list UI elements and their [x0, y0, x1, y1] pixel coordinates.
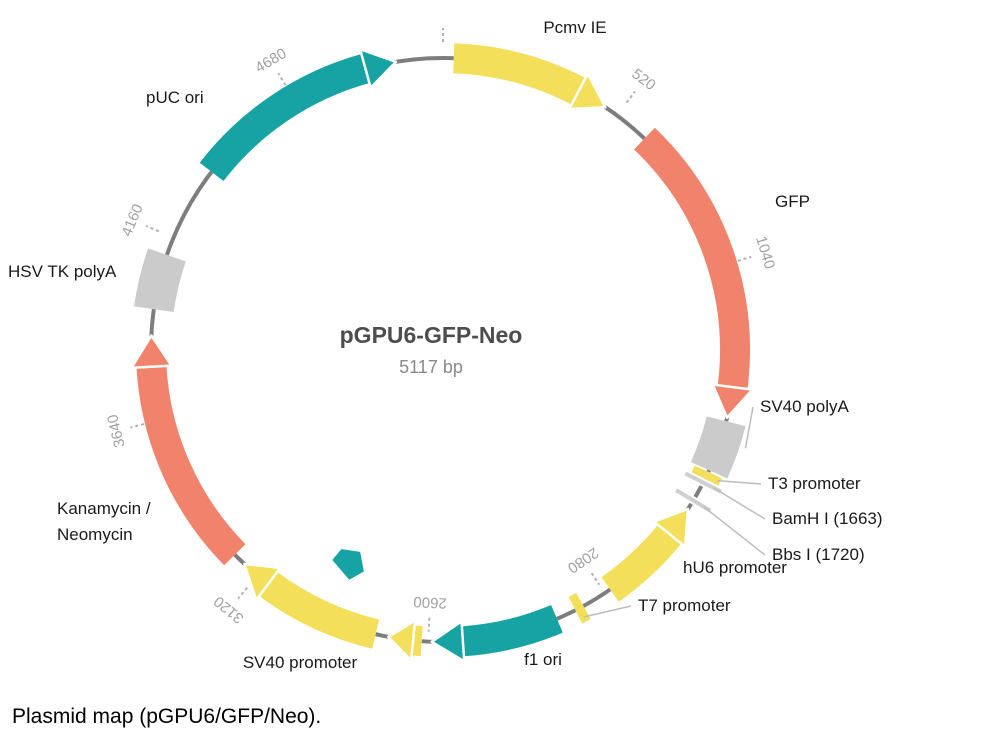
- features-layer: [130, 40, 754, 663]
- feature-sv40-polya: [687, 415, 749, 480]
- site-label-bbsi-site: Bbs I (1720): [772, 545, 865, 564]
- tick-4680: 4680: [252, 45, 290, 86]
- leader-line: [713, 487, 766, 520]
- feature-label-pcmv-ie: Pcmv IE: [543, 18, 606, 37]
- tick-1040: 1040: [737, 234, 778, 271]
- feature-label-kan-neo-line1: Kanamycin /: [57, 499, 151, 518]
- feature-label-f1-ori: f1 ori: [524, 650, 562, 669]
- figure-caption: Plasmid map (pGPU6/GFP/Neo).: [12, 705, 321, 728]
- tick-label-2080: 2080: [564, 544, 601, 577]
- feature-label-group-pcmv-ie: Pcmv IE: [543, 18, 606, 37]
- feature-label-group-sv40-promoter: SV40 promoter: [243, 653, 358, 672]
- feature-label-hu6-promoter: hU6 promoter: [683, 558, 787, 577]
- feature-label-group-t7-promoter: T7 promoter: [584, 596, 731, 618]
- tick-dash: [145, 224, 160, 233]
- tick-label-1040: 1040: [752, 234, 778, 271]
- leader-line: [744, 406, 754, 449]
- feature-pcmv-ie: [452, 40, 607, 111]
- feature-band: [199, 54, 370, 182]
- tick-3640: 3640: [104, 413, 145, 449]
- tick-label-520: 520: [628, 65, 658, 94]
- feature-band: [136, 365, 246, 566]
- feature-label-group-t3-promoter: T3 promoter: [717, 474, 861, 493]
- feature-gfp: [631, 125, 754, 420]
- plasmid-title: pGPU6-GFP-Neo: [340, 322, 523, 348]
- feature-label-group-sv40-polya: SV40 polyA: [744, 397, 849, 449]
- feature-band: [259, 571, 380, 649]
- feature-arrowhead: [652, 507, 690, 549]
- tick-label-4160: 4160: [118, 202, 147, 239]
- feature-t3-promoter: [688, 464, 725, 487]
- feature-arrowhead: [243, 562, 282, 602]
- tick-label-2600: 2600: [413, 593, 447, 612]
- tick-label-4680: 4680: [252, 45, 289, 77]
- feature-sv40-promoter: [243, 562, 381, 652]
- feature-arrowhead: [387, 619, 417, 662]
- tick-2080: 2080: [564, 544, 602, 586]
- tick-3120: 3120: [211, 587, 248, 627]
- site-label-group-bamhi-site: BamH I (1663): [713, 487, 883, 528]
- feature-t7-promoter: [567, 590, 593, 627]
- tick-520: 520: [625, 65, 659, 104]
- feature-band: [452, 43, 586, 105]
- feature-f1-ori: [430, 602, 564, 663]
- feature-label-gfp: GFP: [775, 192, 810, 211]
- feature-label-sv40-promoter: SV40 promoter: [243, 653, 358, 672]
- feature-band: [691, 465, 722, 486]
- feature-hu6-promoter: [599, 507, 690, 605]
- tick-dash: [625, 90, 636, 104]
- detached-arrowhead: [329, 546, 367, 583]
- tick-dash: [237, 587, 248, 600]
- tick-2600: 2600: [413, 593, 447, 632]
- tick-dash: [590, 572, 601, 586]
- feature-label-hsv-tk-polya: HSV TK polyA: [8, 262, 117, 281]
- feature-label-t3-promoter: T3 promoter: [768, 474, 861, 493]
- feature-label-t7-promoter: T7 promoter: [638, 596, 731, 615]
- tick-label-3640: 3640: [104, 413, 129, 449]
- feature-band: [461, 604, 563, 657]
- leader-line: [703, 506, 766, 556]
- feature-band: [411, 625, 423, 657]
- leader-line: [717, 479, 762, 485]
- feature-arrowhead: [130, 334, 173, 370]
- feature-band: [690, 415, 746, 479]
- feature-kan-neo: [130, 334, 248, 568]
- feature-puc-ori: [197, 47, 398, 184]
- feature-label-puc-ori: pUC ori: [146, 88, 204, 107]
- tick-dash: [427, 617, 431, 632]
- tick-dash: [130, 423, 145, 429]
- feature-label-group-puc-ori: pUC ori: [146, 88, 204, 107]
- feature-arrowhead: [711, 383, 754, 420]
- tick-4160: 4160: [118, 202, 160, 239]
- feature-arrowhead: [358, 47, 398, 90]
- feature-label-group-hsv-tk-polya: HSV TK polyA: [8, 262, 117, 281]
- feature-arrowhead: [430, 620, 466, 663]
- feature-label-group-kan-neo: Kanamycin / Neomycin: [57, 499, 151, 544]
- feature-label-group-hu6-promoter: hU6 promoter: [683, 558, 787, 577]
- feature-band: [134, 248, 186, 313]
- tick-dash: [277, 72, 287, 86]
- labels-layer: Pcmv IE GFP SV40 polyA T3 promoter hU6 promo…: [8, 18, 883, 672]
- feature-label-kan-neo-line2: Neomycin: [57, 525, 133, 544]
- tick-label-3120: 3120: [211, 592, 248, 626]
- feature-band: [568, 592, 591, 624]
- tick-dash: [737, 255, 752, 262]
- leader-line: [584, 605, 632, 618]
- feature-sv40-arrowhead: [387, 619, 424, 662]
- plasmid-size: 5117 bp: [399, 357, 463, 377]
- feature-label-group-f1-ori: f1 ori: [524, 650, 562, 669]
- site-label-group-bbsi-site: Bbs I (1720): [703, 506, 865, 564]
- feature-band: [601, 524, 682, 602]
- feature-band: [634, 127, 750, 389]
- feature-label-sv40-polya: SV40 polyA: [760, 397, 849, 416]
- feature-arrowhead: [567, 72, 607, 111]
- site-label-bamhi-site: BamH I (1663): [772, 509, 883, 528]
- feature-hsv-tk-polya: [131, 247, 189, 313]
- feature-label-group-gfp: GFP: [775, 192, 810, 211]
